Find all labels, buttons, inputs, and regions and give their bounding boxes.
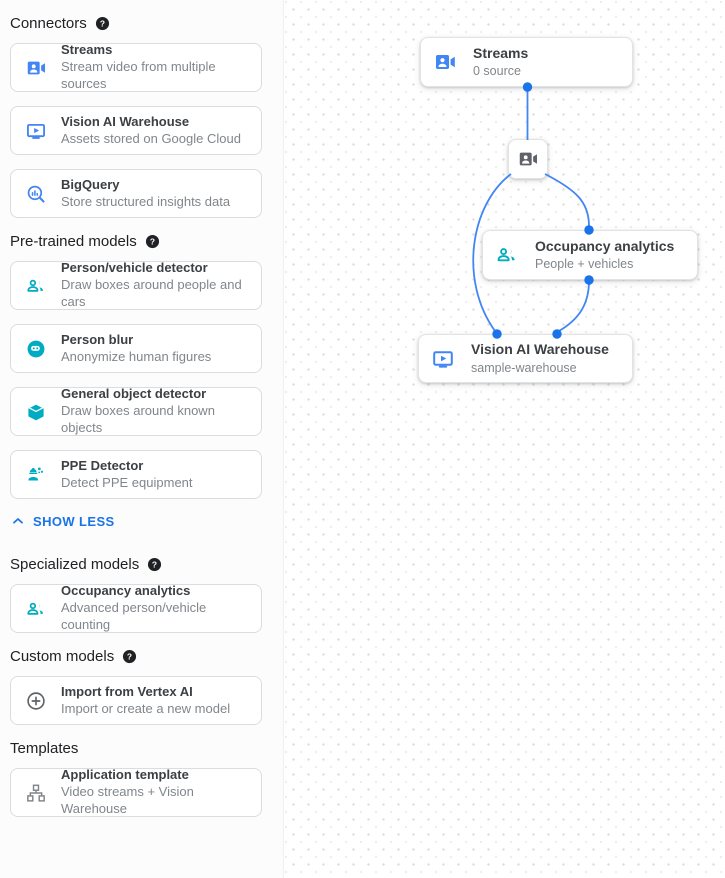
palette-card-bigquery[interactable]: BigQuery Store structured insights data xyxy=(10,169,262,218)
card-subtitle: Import or create a new model xyxy=(61,700,231,716)
node-occupancy-analytics[interactable]: Occupancy analytics People + vehicles xyxy=(482,230,698,280)
node-stream-source[interactable] xyxy=(508,139,548,179)
graph-canvas[interactable]: Streams 0 source xyxy=(284,0,725,878)
node-vision-ai-warehouse[interactable]: Vision AI Warehouse sample-warehouse xyxy=(418,334,633,383)
node-subtitle: 0 source xyxy=(473,64,521,79)
node-title: Streams xyxy=(473,44,529,61)
palette-card-streams[interactable]: Streams Stream video from multiple sourc… xyxy=(10,42,262,93)
card-text: PPE Detector Detect PPE equipment xyxy=(61,458,193,492)
node-text: Streams 0 source xyxy=(473,45,528,80)
card-text: Application template Video streams + Vis… xyxy=(61,767,247,818)
node-title: Occupancy analytics xyxy=(535,237,675,254)
card-subtitle: Video streams + Vision Warehouse xyxy=(61,784,194,816)
help-icon[interactable]: ? xyxy=(147,557,162,572)
people-icon xyxy=(495,243,519,267)
card-subtitle: Stream video from multiple sources xyxy=(61,59,216,91)
palette-card-person-blur[interactable]: Person blur Anonymize human figures xyxy=(10,324,262,373)
section-header-connectors: Connectors ? xyxy=(10,14,261,32)
chevron-up-icon xyxy=(10,513,26,529)
card-title: Application template xyxy=(61,767,189,783)
people-icon xyxy=(25,598,47,620)
smart-display-icon xyxy=(431,347,455,371)
add-circle-icon xyxy=(25,690,47,712)
node-title: Vision AI Warehouse xyxy=(471,341,609,358)
card-text: Streams Stream video from multiple sourc… xyxy=(61,42,247,93)
card-subtitle: Advanced person/vehicle counting xyxy=(61,600,207,632)
help-icon[interactable]: ? xyxy=(122,649,137,664)
card-subtitle: Draw boxes around people and cars xyxy=(61,277,242,309)
section-header-specialized-models: Specialized models ? xyxy=(10,555,261,573)
face-blur-icon xyxy=(25,338,47,360)
card-subtitle: Assets stored on Google Cloud xyxy=(61,130,241,146)
video-camera-front-icon xyxy=(517,148,539,170)
svg-text:?: ? xyxy=(150,236,155,246)
section-title: Pre-trained models xyxy=(10,232,137,250)
video-camera-front-icon xyxy=(433,50,457,74)
cube-icon xyxy=(25,401,47,423)
smart-display-icon xyxy=(25,120,47,142)
svg-text:?: ? xyxy=(127,651,132,661)
svg-text:?: ? xyxy=(152,559,157,569)
palette-card-person-vehicle-detector[interactable]: Person/vehicle detector Draw boxes aroun… xyxy=(10,260,262,311)
component-palette-sidebar: Connectors ? Streams Stream video from m… xyxy=(0,0,284,878)
graph-edges xyxy=(472,82,594,339)
card-subtitle: Anonymize human figures xyxy=(61,348,212,364)
help-icon[interactable]: ? xyxy=(145,234,160,249)
video-camera-front-icon xyxy=(25,57,47,79)
palette-card-application-template[interactable]: Application template Video streams + Vis… xyxy=(10,767,262,818)
card-title: General object detector xyxy=(61,386,207,402)
bigquery-icon xyxy=(25,183,47,205)
card-title: Person blur xyxy=(61,331,134,347)
palette-card-general-object-detector[interactable]: General object detector Draw boxes aroun… xyxy=(10,386,262,437)
card-text: General object detector Draw boxes aroun… xyxy=(61,386,247,437)
section-title: Connectors xyxy=(10,14,87,32)
palette-card-import-vertex-ai[interactable]: Import from Vertex AI Import or create a… xyxy=(10,676,262,725)
schema-icon xyxy=(25,782,47,804)
palette-card-warehouse[interactable]: Vision AI Warehouse Assets stored on Goo… xyxy=(10,106,262,155)
palette-card-occupancy-analytics[interactable]: Occupancy analytics Advanced person/vehi… xyxy=(10,583,262,634)
show-less-label: SHOW LESS xyxy=(33,513,115,529)
node-text: Vision AI Warehouse sample-warehouse xyxy=(471,341,609,376)
help-icon[interactable]: ? xyxy=(95,16,110,31)
node-text: Occupancy analytics People + vehicles xyxy=(535,238,674,273)
section-title: Custom models xyxy=(10,647,115,665)
node-subtitle: People + vehicles xyxy=(535,257,634,272)
card-text: Person/vehicle detector Draw boxes aroun… xyxy=(61,260,247,311)
section-header-templates: Templates xyxy=(10,739,261,757)
card-text: BigQuery Store structured insights data xyxy=(61,177,230,211)
card-subtitle: Store structured insights data xyxy=(61,193,231,209)
card-text: Vision AI Warehouse Assets stored on Goo… xyxy=(61,114,241,148)
card-title: Streams xyxy=(61,42,113,58)
card-text: Occupancy analytics Advanced person/vehi… xyxy=(61,583,247,634)
card-title: Person/vehicle detector xyxy=(61,260,208,276)
svg-text:?: ? xyxy=(100,18,105,28)
card-title: Vision AI Warehouse xyxy=(61,113,190,129)
ppe-icon xyxy=(25,464,47,486)
node-streams[interactable]: Streams 0 source xyxy=(420,37,633,87)
card-subtitle: Detect PPE equipment xyxy=(61,474,193,490)
card-title: Occupancy analytics xyxy=(61,583,191,599)
section-title: Templates xyxy=(10,739,79,757)
card-text: Import from Vertex AI Import or create a… xyxy=(61,684,230,718)
section-header-custom-models: Custom models ? xyxy=(10,647,261,665)
card-text: Person blur Anonymize human figures xyxy=(61,332,211,366)
show-less-button[interactable]: SHOW LESS xyxy=(10,513,261,529)
card-title: Import from Vertex AI xyxy=(61,683,193,699)
palette-card-ppe-detector[interactable]: PPE Detector Detect PPE equipment xyxy=(10,450,262,499)
node-subtitle: sample-warehouse xyxy=(471,360,577,375)
people-icon xyxy=(25,275,47,297)
card-subtitle: Draw boxes around known objects xyxy=(61,403,215,435)
card-title: PPE Detector xyxy=(61,457,144,473)
card-title: BigQuery xyxy=(61,176,120,192)
section-header-pretrained-models: Pre-trained models ? xyxy=(10,232,261,250)
section-title: Specialized models xyxy=(10,555,140,573)
